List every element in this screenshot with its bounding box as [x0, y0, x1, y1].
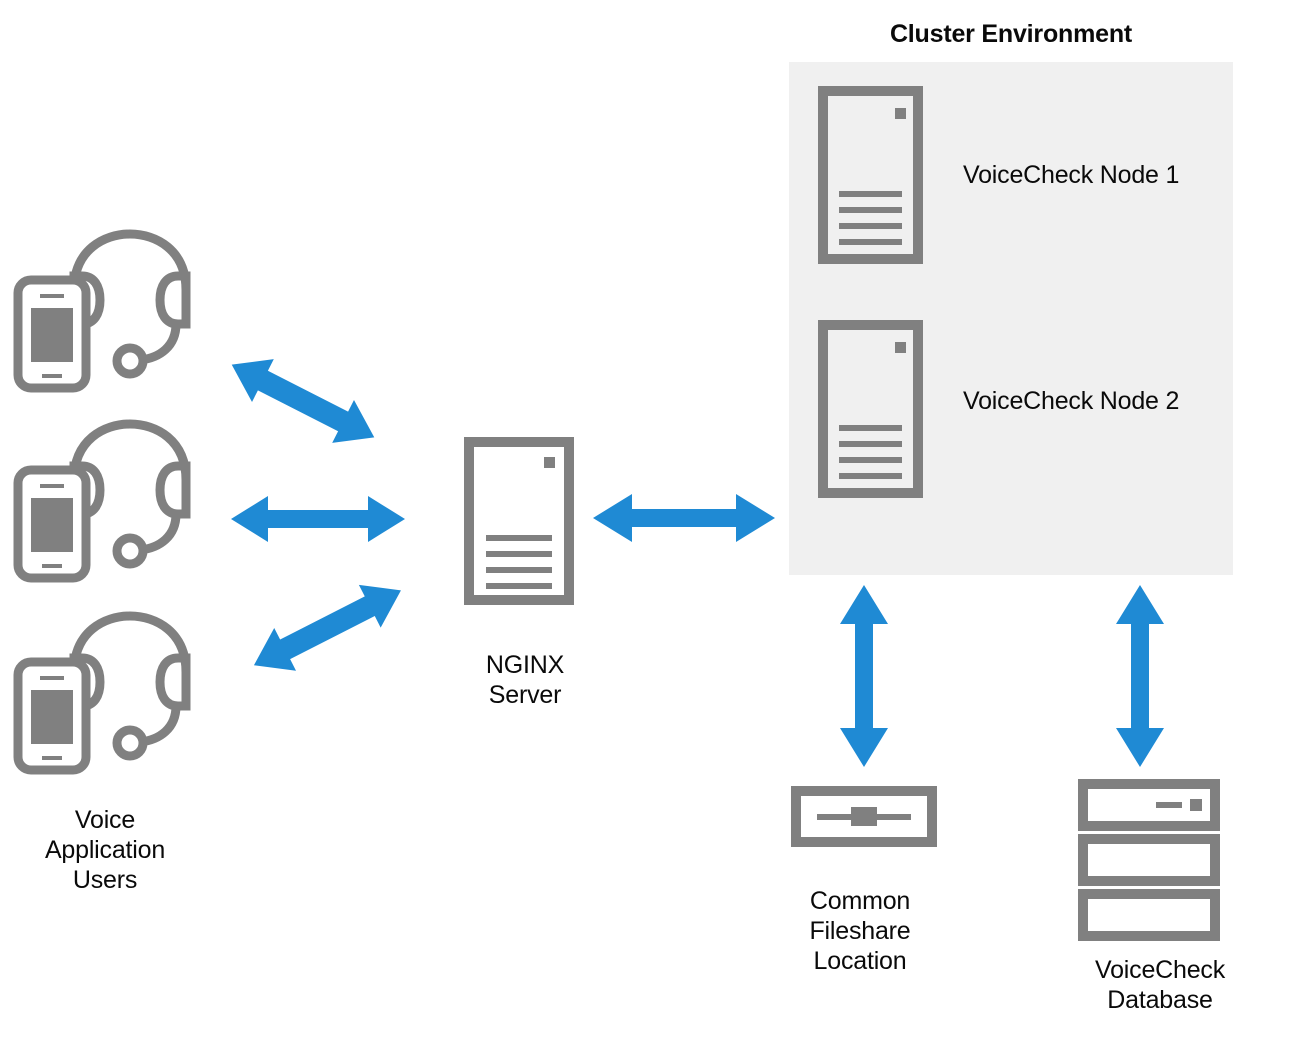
common-fileshare-location-label: Common Fileshare Location: [809, 887, 911, 975]
voice-application-users-label: Voice Application Users: [44, 806, 166, 894]
voice-application-user-icon-1: [12, 228, 202, 393]
voicecheck-node-2-server-icon: [818, 320, 923, 498]
common-fileshare-location-icon: [791, 786, 937, 847]
voicecheck-node-2-label: VoiceCheck Node 2: [963, 387, 1180, 415]
voicecheck-database-label: VoiceCheck Database: [1094, 956, 1226, 1014]
connector-cluster-to-database: [1112, 582, 1168, 770]
connector-user-1-to-nginx: [218, 356, 388, 446]
voicecheck-node-1-server-icon: [818, 86, 923, 264]
nginx-server-icon: [464, 437, 574, 605]
connector-user-3-to-nginx: [240, 583, 415, 673]
voicecheck-node-1-label: VoiceCheck Node 1: [963, 161, 1180, 189]
connector-cluster-to-fileshare: [836, 582, 892, 770]
nginx-server-label: NGINX Server: [485, 651, 565, 709]
voicecheck-database-icon: [1078, 779, 1220, 941]
voice-application-user-icon-3: [12, 610, 202, 775]
connector-user-2-to-nginx: [228, 492, 408, 546]
connector-nginx-to-cluster: [590, 490, 778, 546]
cluster-environment-title: Cluster Environment: [889, 20, 1133, 48]
voice-application-user-icon-2: [12, 418, 202, 583]
